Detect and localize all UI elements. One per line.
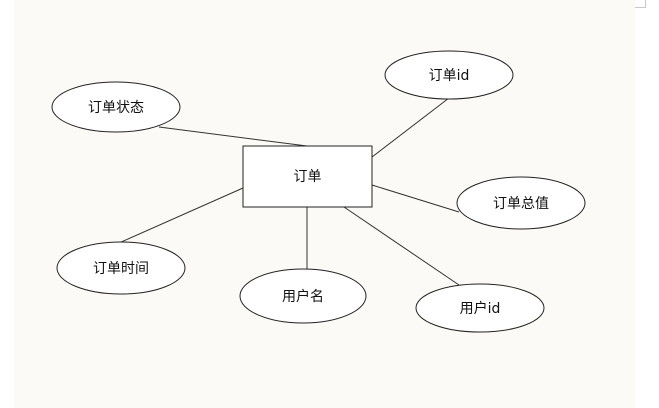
attribute-username[interactable]: 用户名	[239, 268, 367, 324]
attribute-ellipse	[239, 268, 367, 324]
attribute-ellipse	[456, 176, 586, 230]
attribute-total[interactable]: 订单总值	[456, 176, 586, 230]
attribute-time[interactable]: 订单时间	[56, 241, 186, 295]
attribute-status[interactable]: 订单状态	[51, 81, 181, 133]
connector-total	[371, 184, 460, 213]
connector-status	[158, 126, 308, 147]
attribute-id[interactable]: 订单id	[384, 50, 514, 100]
attribute-userid[interactable]: 用户id	[415, 283, 545, 333]
attribute-ellipse	[51, 81, 181, 133]
connector-time	[118, 187, 244, 244]
connectors	[118, 97, 460, 286]
entity-label: 订单	[294, 169, 322, 185]
attribute-label: 订单id	[429, 68, 470, 84]
attribute-ellipse	[415, 283, 545, 333]
connector-userid	[343, 206, 460, 286]
attribute-ellipse	[56, 241, 186, 295]
attribute-label: 订单状态	[88, 100, 144, 116]
entity-box[interactable]	[242, 145, 373, 208]
attribute-label: 订单时间	[93, 261, 149, 277]
attribute-label: 用户名	[282, 288, 324, 305]
attribute-label: 订单总值	[493, 196, 549, 212]
connector-id	[371, 97, 450, 158]
corner-marker	[635, 0, 646, 8]
attribute-label: 用户id	[460, 300, 501, 317]
attribute-ellipse	[384, 50, 514, 100]
